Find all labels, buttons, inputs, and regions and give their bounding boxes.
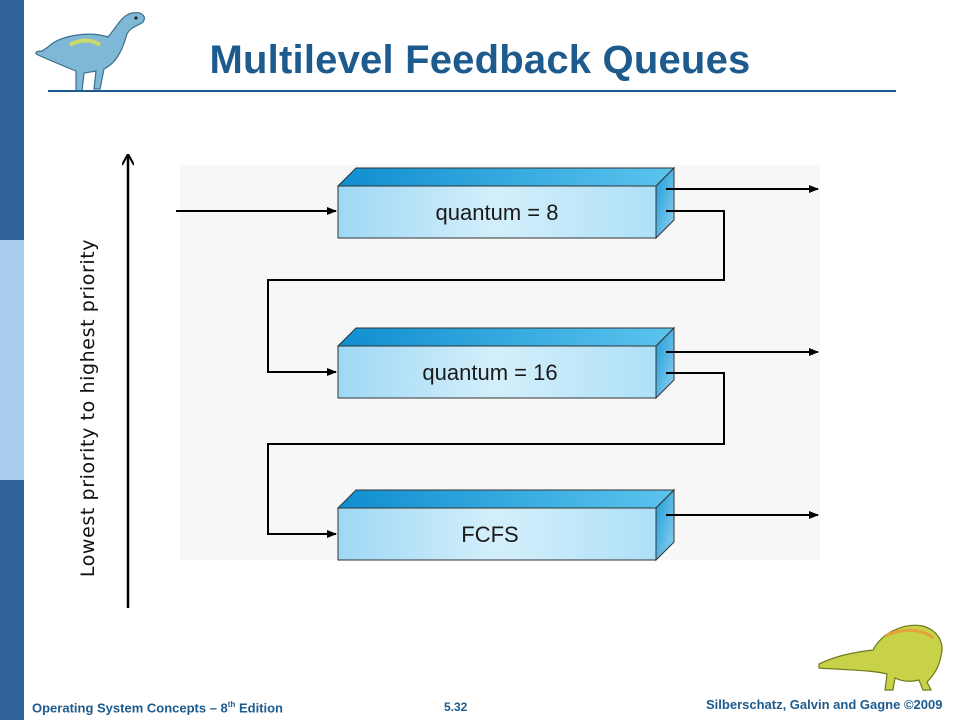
footer-book-title: Operating System Concepts – 8th Edition — [32, 700, 283, 715]
queue-box-2: quantum = 16 — [336, 326, 676, 400]
footer-book-title-sup: th — [227, 700, 236, 709]
slide-title: Multilevel Feedback Queues — [209, 38, 751, 82]
dinosaur-logo-icon — [35, 12, 145, 92]
queue-label-3: FCFS — [461, 522, 518, 547]
footer-book-title-tail: Edition — [235, 700, 284, 716]
queue-box-1: quantum = 8 — [336, 166, 676, 240]
demotion-arrow-2-to-3 — [267, 372, 725, 538]
sidebar-accent-light — [0, 240, 24, 480]
footer-book-title-main: Operating System Concepts – 8 — [32, 700, 228, 716]
queue-box-3: FCFS — [336, 488, 676, 562]
title-underline — [48, 90, 896, 92]
sidebar-accent — [0, 0, 24, 720]
queue-label-1: quantum = 8 — [436, 200, 559, 225]
dinosaur-footer-icon — [818, 624, 943, 691]
queue-label-2: quantum = 16 — [422, 360, 557, 385]
demotion-arrow-1-to-2 — [267, 210, 725, 376]
page-number: 5.32 — [444, 700, 468, 714]
footer-authors: Silberschatz, Galvin and Gagne ©2009 — [706, 697, 943, 712]
